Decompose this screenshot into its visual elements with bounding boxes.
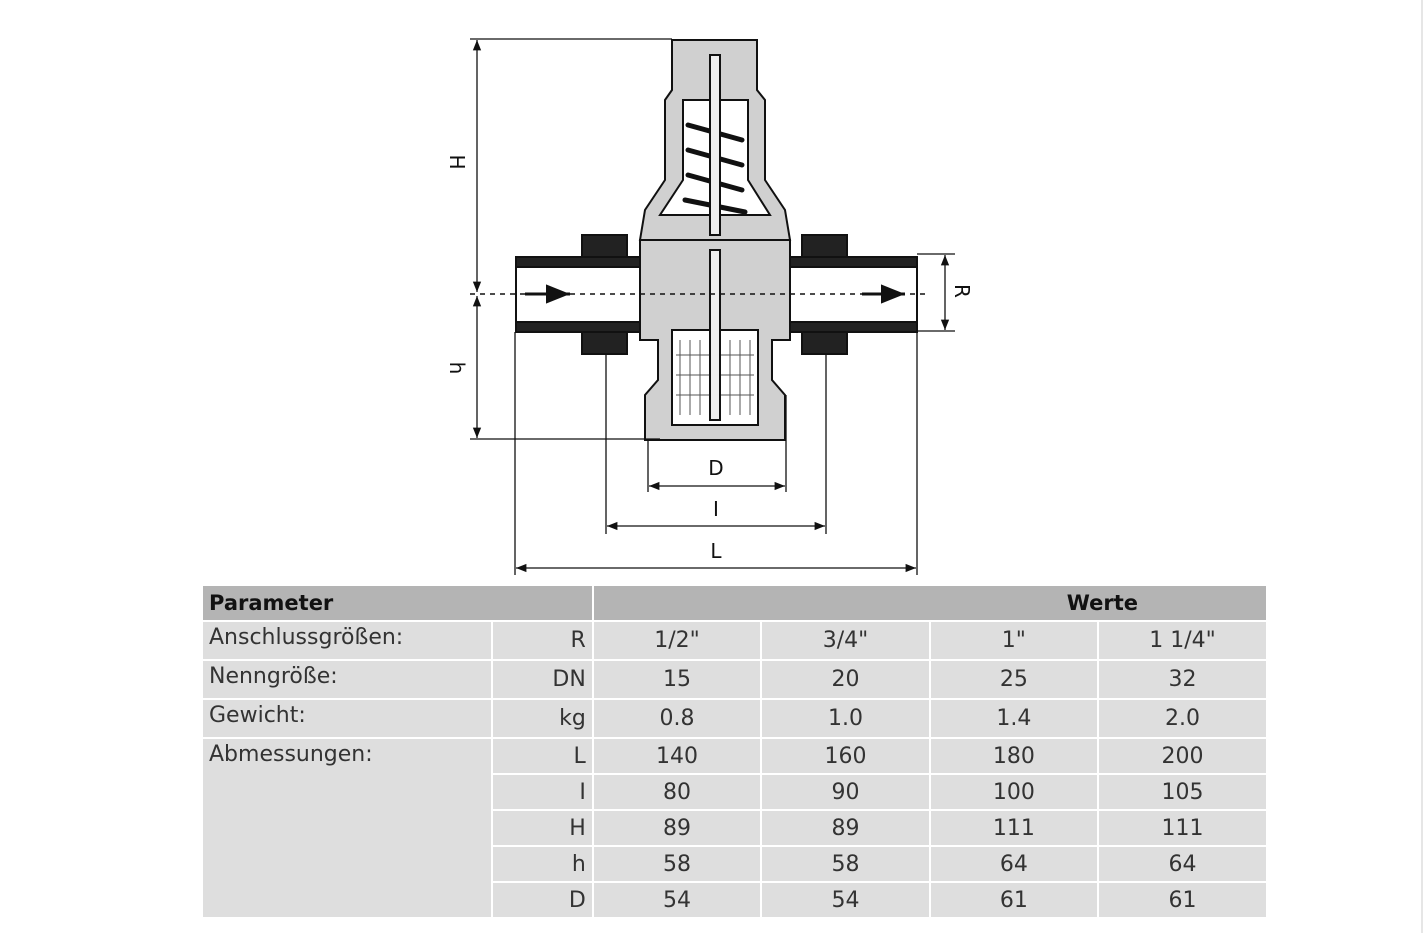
valve-diagram: H h R D I L — [445, 38, 974, 575]
header-parameter: Parameter — [201, 586, 594, 622]
cell-value: 0.8 — [591, 698, 763, 739]
cell-value: 61 — [1097, 881, 1268, 919]
row-label: Gewicht: — [200, 698, 494, 739]
row-unit: L — [491, 737, 594, 775]
cell-value: 1/2" — [591, 620, 763, 661]
table-row: h 58 58 64 64 — [202, 845, 1268, 883]
dim-label-h: h — [445, 362, 469, 375]
dim-label-I: I — [713, 497, 719, 521]
table-row: I 80 90 100 105 — [202, 773, 1268, 811]
cell-value: 1.0 — [760, 698, 931, 739]
row-unit: H — [491, 809, 594, 847]
cell-value: 100 — [928, 773, 1100, 811]
cell-value: 89 — [591, 809, 763, 847]
cell-value: 2.0 — [1097, 698, 1268, 739]
cell-value: 1" — [928, 620, 1100, 661]
table-row: Nenngröße: DN 15 20 25 32 — [200, 659, 1268, 700]
table-row: Anschlussgrößen: R 1/2" 3/4" 1" 1 1/4" — [200, 620, 1268, 661]
cell-value: 3/4" — [760, 620, 931, 661]
specs-table: Parameter Werte Anschlussgrößen: R 1/2" … — [200, 586, 1269, 919]
cell-value: 90 — [760, 773, 931, 811]
dim-label-L: L — [710, 539, 722, 563]
row-unit: D — [491, 881, 594, 919]
dim-label-R: R — [950, 284, 974, 298]
cell-value: 111 — [928, 809, 1100, 847]
cell-value: 80 — [591, 773, 763, 811]
table-row: H 89 89 111 111 — [202, 809, 1268, 847]
cell-value: 89 — [760, 809, 931, 847]
cell-value: 58 — [760, 845, 931, 883]
cell-value: 64 — [1097, 845, 1268, 883]
row-unit: DN — [491, 659, 594, 700]
cell-value: 140 — [591, 737, 763, 775]
cell-value: 58 — [591, 845, 763, 883]
table-header-row: Parameter Werte — [201, 586, 1269, 622]
valve-body — [515, 39, 918, 441]
cell-value: 200 — [1097, 737, 1268, 775]
cell-value: 105 — [1097, 773, 1268, 811]
cell-value: 61 — [928, 881, 1100, 919]
row-unit: R — [491, 620, 594, 661]
table-row: Abmessungen: L 140 160 180 200 — [200, 737, 1268, 919]
row-unit: I — [491, 773, 594, 811]
cell-value: 1.4 — [928, 698, 1100, 739]
cell-value: 64 — [928, 845, 1100, 883]
page-edge — [1421, 0, 1423, 933]
cell-value: 20 — [760, 659, 931, 700]
row-label: Nenngröße: — [200, 659, 494, 700]
row-unit: kg — [491, 698, 594, 739]
cell-value: 54 — [760, 881, 931, 919]
header-values: Werte — [591, 586, 1269, 622]
cell-value: 180 — [928, 737, 1100, 775]
cell-value: 15 — [591, 659, 763, 700]
table-row: Gewicht: kg 0.8 1.0 1.4 2.0 — [200, 698, 1268, 739]
cell-value: 111 — [1097, 809, 1268, 847]
cell-value: 32 — [1097, 659, 1268, 700]
row-label: Abmessungen: — [200, 737, 494, 919]
cell-value: 1 1/4" — [1097, 620, 1268, 661]
row-unit: h — [491, 845, 594, 883]
cell-value: 54 — [591, 881, 763, 919]
cell-value: 160 — [760, 737, 931, 775]
dim-label-D: D — [708, 456, 723, 480]
row-label: Anschlussgrößen: — [200, 620, 494, 661]
table-row: D 54 54 61 61 — [202, 881, 1268, 919]
dimension-lines — [470, 38, 955, 575]
dim-label-H: H — [445, 154, 469, 169]
cell-value: 25 — [928, 659, 1100, 700]
